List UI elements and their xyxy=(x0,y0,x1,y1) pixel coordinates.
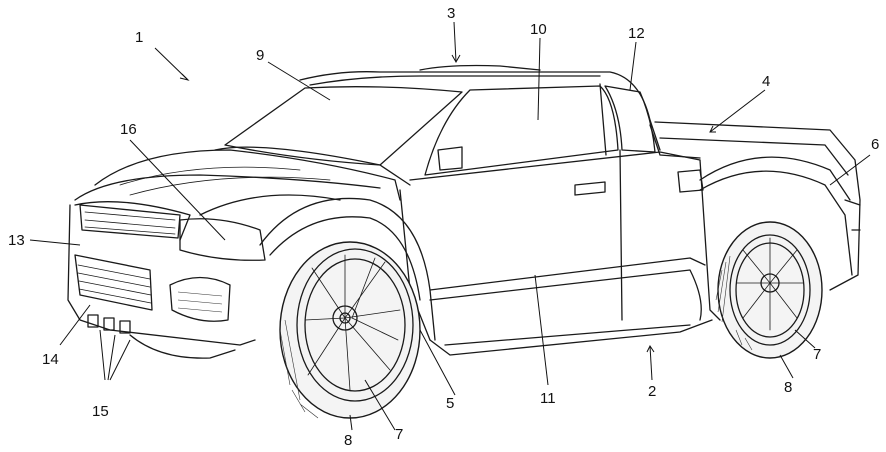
ref-numeral-15: 15 xyxy=(92,403,109,420)
leader-lines xyxy=(29,21,871,431)
upper-grille xyxy=(79,204,181,239)
ref-numeral-3: 3 xyxy=(447,5,456,22)
windshield-hood xyxy=(74,86,463,201)
ref-numeral-9: 9 xyxy=(256,47,265,64)
windshield xyxy=(224,86,463,166)
ref-numeral-1: 1 xyxy=(135,29,144,46)
ref-numeral-14: 14 xyxy=(42,351,59,368)
body-side xyxy=(399,189,713,356)
ref-numeral-11: 11 xyxy=(540,390,556,407)
rear-wheel xyxy=(715,221,823,359)
ref-numeral-10: 10 xyxy=(530,21,547,38)
truck-bed xyxy=(649,121,861,321)
ref-numeral-13: 13 xyxy=(8,232,25,249)
front-wheel xyxy=(279,241,421,419)
rear-window xyxy=(604,85,656,153)
ref-numeral-5: 5 xyxy=(446,395,455,412)
cab xyxy=(299,64,701,321)
ref-numeral-7-front: 7 xyxy=(395,426,404,443)
lower-grille xyxy=(74,254,153,311)
ref-numeral-7-rear: 7 xyxy=(813,346,822,363)
front-fender xyxy=(199,194,436,341)
rocker-panel xyxy=(429,319,713,356)
headlight xyxy=(179,218,266,261)
ref-numeral-12: 12 xyxy=(628,25,645,42)
ref-numeral-2: 2 xyxy=(648,383,657,400)
ref-numeral-8-rear: 8 xyxy=(784,379,793,396)
ref-numeral-4: 4 xyxy=(762,73,771,90)
ref-numeral-8-front: 8 xyxy=(344,432,353,449)
side-mirror xyxy=(437,146,463,171)
side-window xyxy=(424,85,619,176)
fog-lamp xyxy=(169,276,231,322)
ref-numeral-6: 6 xyxy=(871,136,880,153)
front-end xyxy=(67,201,266,359)
door-handle xyxy=(574,181,606,196)
ref-numeral-16: 16 xyxy=(120,121,137,138)
